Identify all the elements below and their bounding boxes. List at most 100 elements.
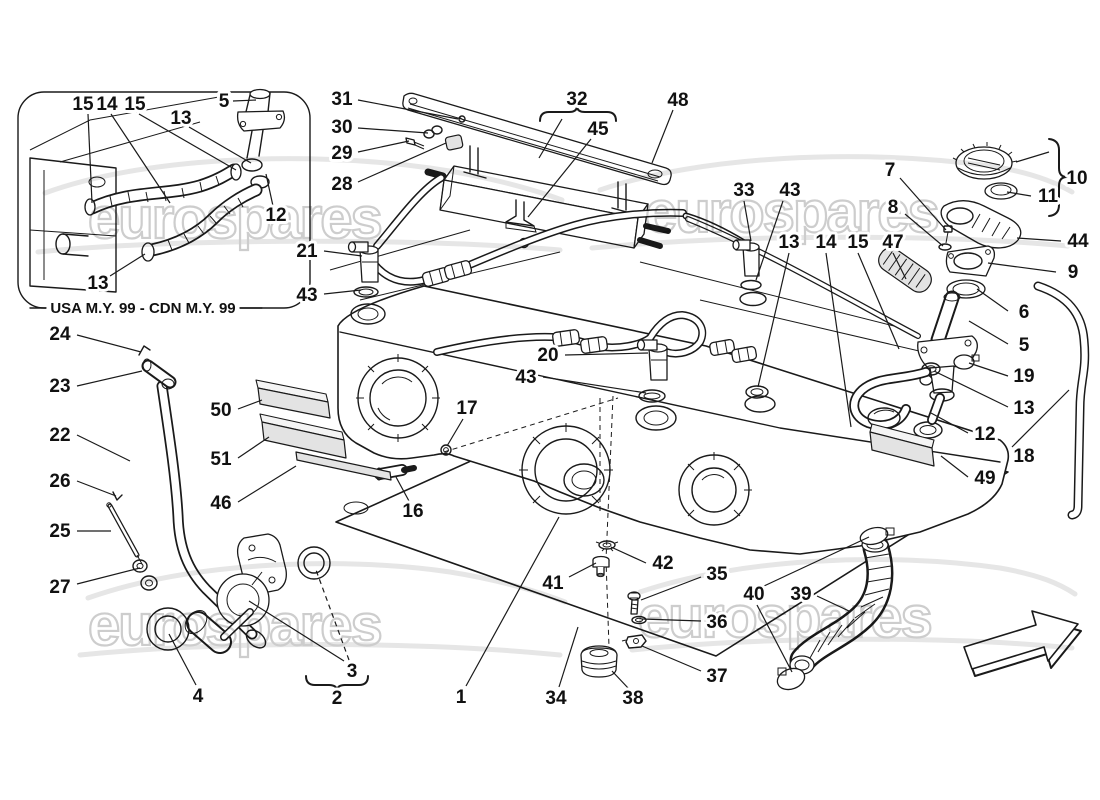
callout-21: 21 xyxy=(296,241,318,262)
callout-43: 43 xyxy=(779,180,800,201)
leader-line xyxy=(987,262,1057,273)
callout-3: 3 xyxy=(347,661,358,682)
leader-line xyxy=(76,434,131,462)
bracket-2 xyxy=(305,675,369,692)
filler-assembly xyxy=(849,142,1090,520)
callout-15: 15 xyxy=(72,94,94,115)
leader-line xyxy=(395,476,410,502)
callout-2: 2 xyxy=(332,688,343,709)
leader-line xyxy=(558,626,579,688)
inline-connector xyxy=(580,336,608,354)
callout-23: 23 xyxy=(49,376,70,397)
tank-grommet-right xyxy=(744,385,776,413)
callout-36: 36 xyxy=(706,612,727,633)
leader-line-dashed xyxy=(315,569,350,661)
callout-35: 35 xyxy=(706,564,728,585)
callout-13: 13 xyxy=(170,108,191,129)
pump-pickup xyxy=(220,608,254,641)
callout-14: 14 xyxy=(815,232,837,253)
callout-1: 1 xyxy=(456,687,467,708)
leader-line xyxy=(465,516,560,687)
leader-line xyxy=(237,465,297,503)
callout-34: 34 xyxy=(545,688,567,709)
leader-lines-layer xyxy=(76,99,1070,690)
leader-line xyxy=(568,562,597,578)
callout-24: 24 xyxy=(49,324,71,345)
hose-clamp-40-top xyxy=(859,526,889,546)
leader-line xyxy=(825,252,852,428)
leader-line xyxy=(816,595,850,612)
leader-line xyxy=(323,250,363,257)
sensor-seal-ring xyxy=(440,444,452,456)
leader-line xyxy=(968,320,1009,345)
callout-9: 9 xyxy=(1068,262,1079,283)
hose-clamp-19 xyxy=(953,354,975,370)
callout-13: 13 xyxy=(1013,398,1034,419)
leader-line xyxy=(892,252,907,280)
leader-line xyxy=(357,127,429,134)
vent-hose-39 xyxy=(776,526,895,691)
callout-41: 41 xyxy=(542,573,564,594)
elbow-fitting-33 xyxy=(732,239,767,307)
callout-15: 15 xyxy=(847,232,869,253)
washer-36 xyxy=(631,615,647,625)
inset-leader-line xyxy=(110,113,171,204)
callout-7: 7 xyxy=(885,160,896,181)
callout-43: 43 xyxy=(515,367,536,388)
screw-35 xyxy=(627,591,641,615)
callout-40: 40 xyxy=(743,584,764,605)
leader-line xyxy=(357,142,447,183)
callout-5: 5 xyxy=(219,91,230,112)
callout-49: 49 xyxy=(974,468,995,489)
inset-label-bg xyxy=(46,299,240,317)
brace-10 xyxy=(1048,138,1068,217)
callout-14: 14 xyxy=(96,94,118,115)
callout-8: 8 xyxy=(888,197,899,218)
callout-19: 19 xyxy=(1013,366,1034,387)
leader-line xyxy=(237,399,263,410)
pipe-fitting-23 xyxy=(141,358,177,390)
callout-38: 38 xyxy=(622,688,643,709)
leader-line xyxy=(323,289,362,295)
inset-leader-line xyxy=(232,99,257,102)
callout-26: 26 xyxy=(49,471,70,492)
tank-port-left xyxy=(350,286,386,325)
leader-line xyxy=(538,118,563,159)
foam-pad-49 xyxy=(869,423,935,467)
inset-filler-neck xyxy=(236,88,286,189)
leader-line xyxy=(542,376,647,394)
callout-12: 12 xyxy=(265,205,286,226)
callout-11: 11 xyxy=(1038,186,1059,207)
callout-22: 22 xyxy=(49,425,70,446)
leader-line xyxy=(743,200,752,242)
callout-25: 25 xyxy=(49,521,71,542)
leader-line xyxy=(976,288,1009,312)
callout-33: 33 xyxy=(733,180,754,201)
leader-line xyxy=(76,334,142,353)
leader-line xyxy=(857,252,900,350)
watermark-text: eurospares xyxy=(88,593,381,658)
leader-line xyxy=(446,418,464,447)
leader-line xyxy=(933,370,1009,408)
pin-26 xyxy=(112,491,123,501)
inset-leader-line xyxy=(265,173,274,207)
leader-line xyxy=(755,200,784,281)
pump-filter xyxy=(184,609,232,654)
leader-line xyxy=(1016,237,1062,242)
callout-30: 30 xyxy=(331,117,352,138)
leader-line xyxy=(76,480,117,497)
inline-connector xyxy=(443,260,473,280)
leader-line xyxy=(357,99,459,120)
tank-opening-left xyxy=(356,354,440,442)
callout-37: 37 xyxy=(706,666,727,687)
grommet-38 xyxy=(580,645,618,678)
callout-18: 18 xyxy=(1013,446,1034,467)
leader-line xyxy=(968,362,1009,377)
leader-line xyxy=(76,370,143,387)
foam-strip-46 xyxy=(295,451,392,481)
tank-opening-center xyxy=(519,423,613,515)
leader-line xyxy=(1011,389,1070,448)
